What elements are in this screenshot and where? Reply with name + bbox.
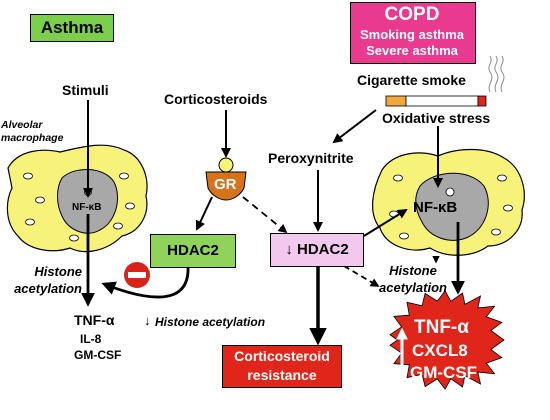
hdac2-asthma-box: HDAC2 [150, 234, 236, 268]
gr-label: GR [214, 176, 237, 193]
arrow-smoke-peroxynitrite [332, 109, 377, 144]
cytokine-gmcsf-left: GM-CSF [74, 348, 122, 362]
cytokine-il8-left: IL-8 [80, 332, 102, 346]
cytokine-tnf-left: TNF-α [74, 312, 115, 328]
arrow-gr-reduced-hdac2 [242, 196, 288, 234]
histone-acetylation-left: Histone acetylation [14, 264, 82, 296]
copd-title: COPD [384, 4, 440, 25]
cigarette-smoke-label: Cigarette smoke [357, 72, 466, 88]
cytokine-gmcsf-right: GM-CSF [410, 363, 478, 382]
hdac2-copd-box: ↓ HDAC2 [270, 233, 364, 267]
decrease-arrow-symbol: ↓ [144, 313, 151, 328]
reduced-histone-acetylation-label: Histone acetylation [155, 315, 266, 329]
corticosteroids-label: Corticosteroids [164, 91, 268, 107]
alveolar-macrophage-left [6, 144, 148, 253]
hdac2-copd-label: HDAC2 [296, 241, 349, 258]
arrow-hdac2-nfkb [363, 208, 408, 237]
nfkb-left-label: NF-κB [72, 202, 102, 213]
gr-receptor [205, 157, 247, 201]
copd-subtitle-smoking: Smoking asthma [359, 27, 465, 42]
cytokine-tnf-right: TNF-α [414, 317, 469, 338]
histone-acetylation-right: Histone acetylation [379, 263, 447, 295]
cytokine-starburst [389, 290, 505, 390]
arrow-hdac2-histone [101, 265, 190, 299]
cigarette-icon [385, 55, 505, 107]
pathway-arrows [81, 100, 465, 346]
alveolar-macrophage-label: Alveolar macrophage [1, 119, 64, 144]
peroxynitrite-label: Peroxynitrite [268, 150, 354, 166]
inhibit-icon [124, 262, 150, 288]
nfkb-right-label: NF-κB [413, 199, 458, 216]
cytokine-cxcl8-right: CXCL8 [412, 341, 468, 360]
copd-header-box [350, 2, 476, 64]
asthma-title: Asthma [30, 14, 114, 42]
stimuli-label: Stimuli [62, 82, 109, 98]
copd-subtitle-severe: Severe asthma [366, 43, 458, 58]
arrow-hdac2-histone-right [343, 265, 380, 287]
oxidative-stress-label: Oxidative stress [382, 110, 491, 126]
corticosteroid-resistance-box: Corticosteroid resistance [222, 345, 342, 388]
alveolar-macrophage-right [372, 148, 525, 256]
arrow-gr-hdac2 [195, 196, 213, 231]
